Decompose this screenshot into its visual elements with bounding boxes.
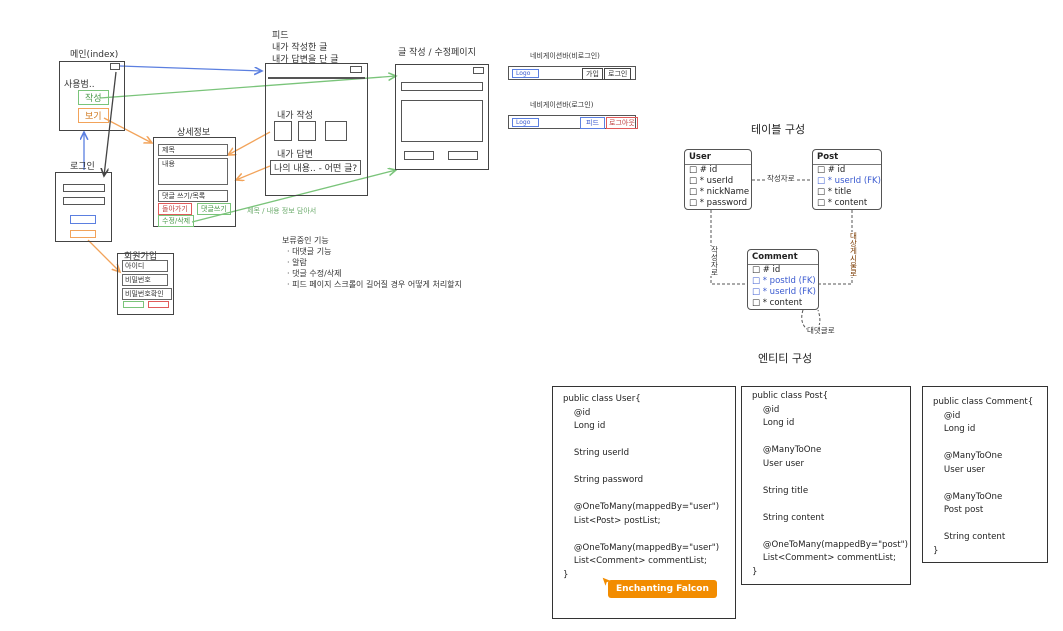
green-note: 제목 / 내용 정보 담아서 <box>247 207 317 215</box>
erd-title: 테이블 구성 <box>751 123 806 136</box>
nav-user-logo[interactable]: Logo <box>512 118 540 127</box>
erd-comment-row: □ # id <box>752 265 781 275</box>
feed-post-card[interactable] <box>274 121 292 141</box>
feed-my-posts-label: 내가 작성 <box>277 111 313 121</box>
feed-window-button <box>350 66 362 73</box>
nav-join-button[interactable]: 가입 <box>582 68 603 80</box>
login-frame <box>55 172 112 242</box>
main-view-button[interactable]: 보기 <box>78 108 109 123</box>
write-window-button <box>473 67 484 74</box>
feed-subtitle-replies: 내가 답변을 단 글 <box>272 55 339 65</box>
pending-item: · 대댓글 기능 <box>287 247 332 256</box>
entity-post-class: public class Post{ @id Long id @ManyToOn… <box>741 386 911 585</box>
signup-submit-button[interactable] <box>123 301 144 308</box>
feed-header-bar <box>268 77 365 79</box>
feed-frame <box>265 63 368 196</box>
nav-user-label: 네비게이션바(로그인) <box>530 101 594 109</box>
cursor-pointer-icon <box>601 576 614 589</box>
erd-post-name: Post <box>813 150 881 165</box>
pending-item: · 피드 페이지 스크롤이 길어질 경우 어떻게 처리할지 <box>287 280 462 289</box>
detail-comment-list: 댓글 쓰기/목록 <box>158 190 228 202</box>
signup-id-field[interactable]: 아이디 <box>122 260 168 272</box>
detail-comment-button[interactable]: 댓글쓰기 <box>197 203 231 215</box>
erd-user-row: □ * userId <box>689 176 734 186</box>
pending-item: · 알람 <box>287 258 307 267</box>
nav-login-button[interactable]: 로그인 <box>604 68 632 80</box>
login-title: 로그인 <box>70 162 95 172</box>
erd-comment-row: □ * content <box>752 298 803 308</box>
feed-my-replies-label: 내가 답변 <box>277 150 313 160</box>
erd-rel-comment-self: 대댓글로 <box>807 325 835 336</box>
detail-edit-button[interactable]: 수정/삭제 <box>158 215 195 227</box>
detail-title: 상세정보 <box>177 128 211 138</box>
nav-logout-button[interactable]: 로그아웃 <box>606 117 638 129</box>
login-submit-button[interactable] <box>70 215 96 224</box>
nav-feed-button[interactable]: 피드 <box>580 117 605 129</box>
erd-user-name: User <box>685 150 751 165</box>
pending-item: · 댓글 수정/삭제 <box>287 269 342 278</box>
erd-rel-user-post: 작성자로 <box>767 173 795 184</box>
detail-subject-field: 제목 <box>158 144 228 156</box>
main-title: 메인(index) <box>70 50 119 60</box>
entity-comment-class: public class Comment{ @id Long id @ManyT… <box>922 386 1048 563</box>
feed-reply-item[interactable]: 나의 내용.. - 어떤 글? <box>270 160 362 175</box>
feed-post-card[interactable] <box>298 121 316 141</box>
write-title: 글 작성 / 수정페이지 <box>398 48 476 58</box>
main-write-button[interactable]: 작성 <box>78 90 109 105</box>
main-user: 사용범.. <box>64 80 95 90</box>
erd-comment-table: Comment □ # id □ * postId (FK) □ * userI… <box>747 249 819 310</box>
erd-rel-user-comment: 작성자로 <box>709 246 720 276</box>
erd-post-row: □ * title <box>817 187 852 197</box>
erd-post-table: Post □ # id □ * userId (FK) □ * title □ … <box>812 149 882 210</box>
feed-subtitle-posts: 내가 작성한 글 <box>272 43 328 53</box>
nav-guest-logo[interactable]: Logo <box>512 69 540 78</box>
main-frame <box>59 61 125 131</box>
login-signup-button[interactable] <box>70 230 96 238</box>
pending-title: 보류중인 기능 <box>282 236 329 245</box>
detail-back-button[interactable]: 돌아가기 <box>158 203 192 215</box>
detail-content-field: 내용 <box>158 158 228 185</box>
erd-user-row: □ # id <box>689 165 718 175</box>
erd-post-row: □ * userId (FK) <box>817 176 881 186</box>
write-content-field[interactable] <box>401 100 483 142</box>
signup-cancel-button[interactable] <box>148 301 169 308</box>
cursor-label: Enchanting Falcon <box>608 580 717 598</box>
feed-title: 피드 <box>272 31 289 41</box>
erd-comment-row: □ * userId (FK) <box>752 287 816 297</box>
signup-pw-field[interactable]: 비밀번호 <box>122 274 168 286</box>
erd-post-row: □ * content <box>817 198 868 208</box>
main-window-button <box>110 63 120 70</box>
erd-user-row: □ * nickName <box>689 187 750 197</box>
feed-post-card[interactable] <box>325 121 347 141</box>
signup-frame <box>117 253 174 315</box>
erd-rel-post-comment: 대상게시물로 <box>848 232 859 277</box>
detail-frame <box>153 137 236 227</box>
write-submit-button[interactable] <box>404 151 434 160</box>
nav-guest-label: 네비게이션바(비로그인) <box>530 52 600 60</box>
erd-user-row: □ * password <box>689 198 748 208</box>
write-frame <box>395 64 489 170</box>
entity-title: 엔티티 구성 <box>758 352 813 365</box>
signup-pw-confirm-field[interactable]: 비밀번호확인 <box>122 288 172 300</box>
signup-title: 회원가입 <box>124 252 158 262</box>
login-id-field[interactable] <box>63 184 105 192</box>
login-pw-field[interactable] <box>63 197 105 205</box>
nav-user-bar <box>508 115 636 129</box>
nav-guest-bar <box>508 66 636 80</box>
write-title-field[interactable] <box>401 82 483 91</box>
erd-user-table: User □ # id □ * userId □ * nickName □ * … <box>684 149 752 210</box>
erd-comment-row: □ * postId (FK) <box>752 276 816 286</box>
write-cancel-button[interactable] <box>448 151 478 160</box>
erd-post-row: □ # id <box>817 165 846 175</box>
erd-comment-name: Comment <box>748 250 818 265</box>
